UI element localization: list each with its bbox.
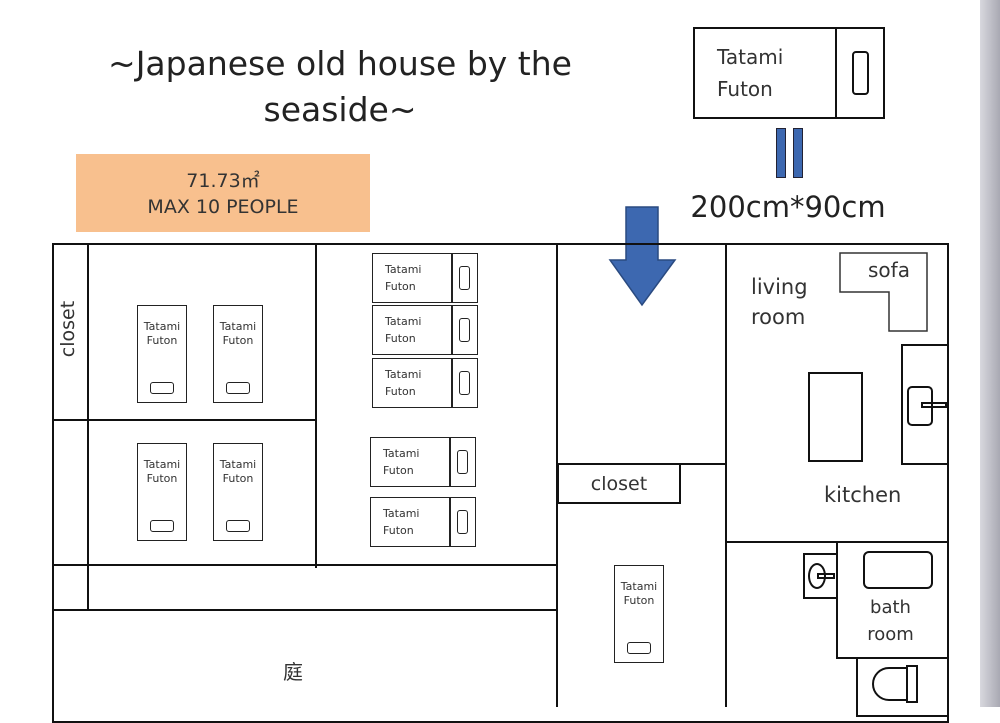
area-text: 71.73㎡ — [186, 170, 260, 192]
table-icon — [808, 372, 863, 462]
faucet — [817, 573, 835, 579]
side-scrollbar — [980, 0, 1000, 707]
capacity-text: MAX 10 PEOPLE — [147, 196, 299, 218]
bath-label-2: room — [867, 624, 914, 645]
legend-label-futon: Futon — [717, 77, 773, 101]
arrow-down-icon — [608, 206, 677, 307]
futon-size: 200cm*90cm — [690, 190, 886, 224]
toilet-room — [856, 657, 949, 717]
garden-label: 庭 — [283, 660, 303, 684]
closet-mid: closet — [557, 463, 681, 504]
futon-legend: Tatami Futon — [693, 27, 885, 119]
bath-room: bath room — [836, 541, 949, 659]
wall — [87, 243, 89, 611]
basin — [808, 563, 826, 589]
toilet-tank-icon — [906, 665, 918, 703]
faucet — [921, 402, 947, 408]
equals-icon-bar — [793, 128, 803, 178]
kitchen-label: kitchen — [824, 483, 902, 507]
wall — [52, 609, 558, 611]
living-label-2: room — [751, 305, 806, 329]
title-line-1: ~Japanese old house by the — [108, 44, 572, 83]
legend-divider — [835, 29, 837, 117]
wall — [725, 243, 727, 707]
title-line-2: seaside~ — [263, 90, 417, 129]
sofa-label: sofa — [868, 258, 910, 282]
kitchen-counter — [901, 344, 949, 465]
info-box: 71.73㎡ MAX 10 PEOPLE — [76, 154, 370, 232]
closet-mid-label: closet — [590, 473, 648, 495]
pillow-icon — [852, 51, 869, 95]
living-label-1: living — [751, 275, 808, 299]
closet-left-label: closet — [57, 300, 80, 358]
toilet-icon — [872, 667, 908, 701]
wall — [52, 419, 317, 421]
wall — [315, 243, 317, 568]
bathtub-icon — [863, 551, 933, 589]
bath-label-1: bath — [870, 597, 911, 618]
equals-icon — [776, 128, 786, 178]
wall — [52, 564, 558, 566]
sofa-icon — [839, 252, 928, 332]
washbasin-icon — [803, 553, 838, 599]
legend-label-tatami: Tatami — [717, 45, 784, 69]
